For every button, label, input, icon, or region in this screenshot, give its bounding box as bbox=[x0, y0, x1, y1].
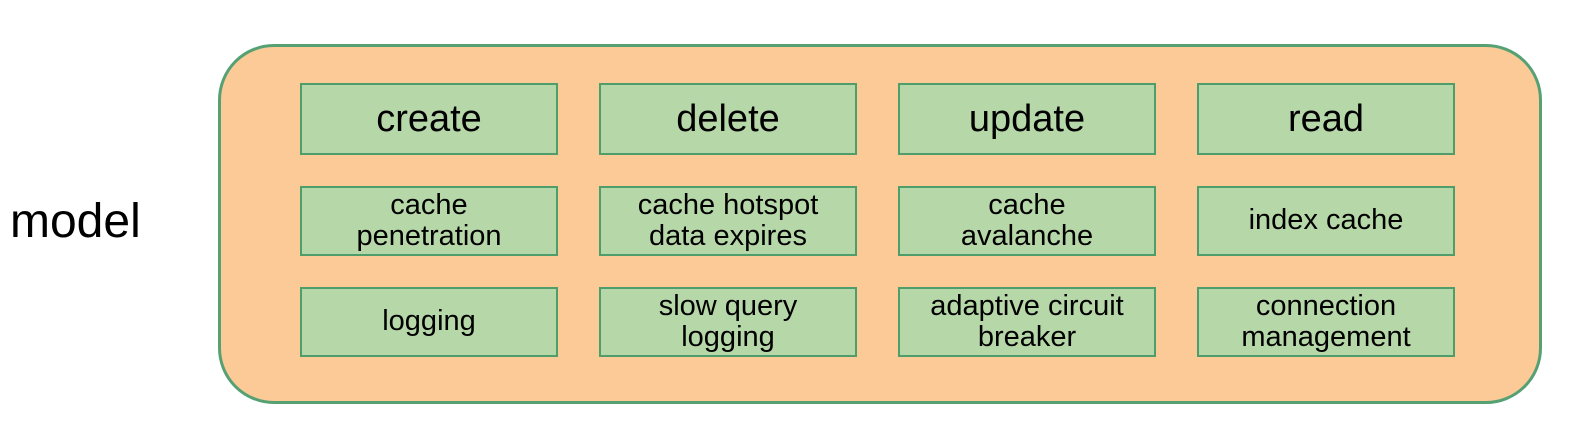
model-label: model bbox=[10, 195, 141, 248]
box-update: update bbox=[898, 83, 1156, 155]
box-cache-penetration: cache penetration bbox=[300, 186, 558, 256]
box-cache-avalanche: cache avalanche bbox=[898, 186, 1156, 256]
box-cache-hotspot-data-expires: cache hotspot data expires bbox=[599, 186, 857, 256]
box-adaptive-circuit-breaker: adaptive circuit breaker bbox=[898, 287, 1156, 357]
box-connection-management: connection management bbox=[1197, 287, 1455, 357]
box-read: read bbox=[1197, 83, 1455, 155]
box-index-cache: index cache bbox=[1197, 186, 1455, 256]
model-container: create delete update read cache penetrat… bbox=[218, 44, 1542, 404]
box-logging: logging bbox=[300, 287, 558, 357]
box-delete: delete bbox=[599, 83, 857, 155]
box-slow-query-logging: slow query logging bbox=[599, 287, 857, 357]
box-create: create bbox=[300, 83, 558, 155]
operations-grid: create delete update read cache penetrat… bbox=[300, 83, 1455, 357]
